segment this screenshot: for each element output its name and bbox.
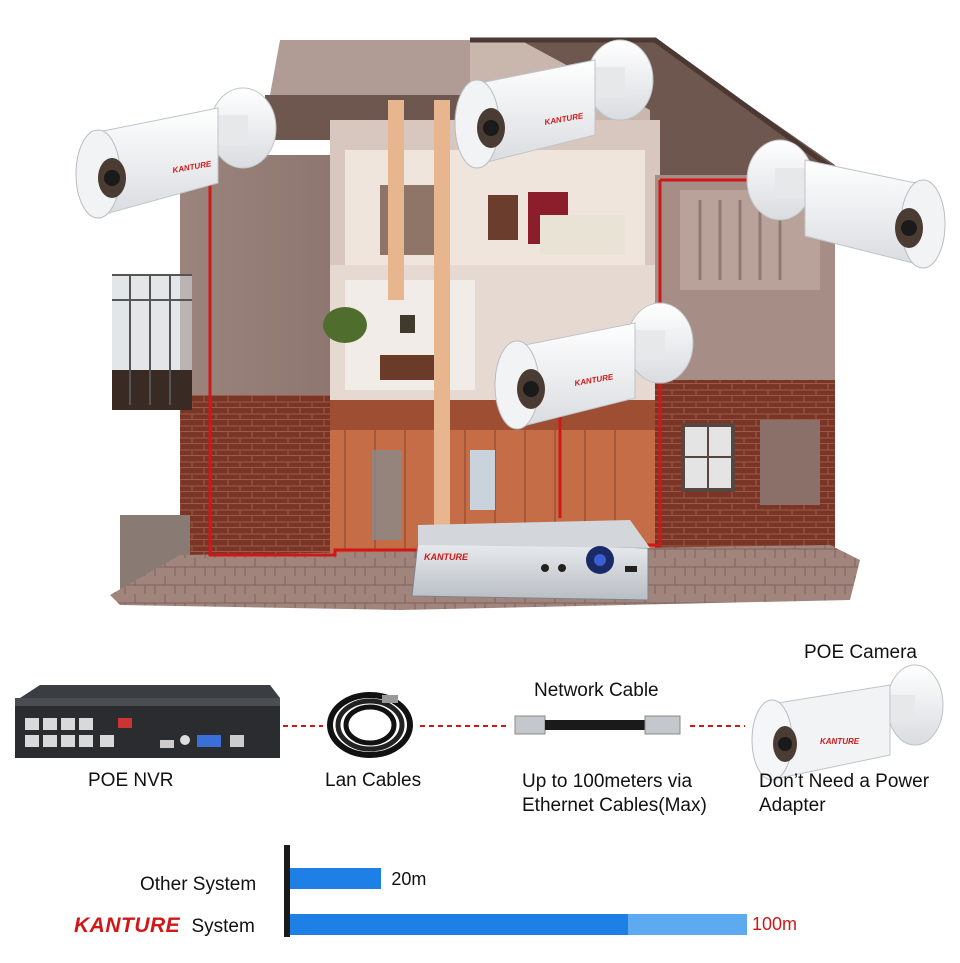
network-cable-graphic [514,715,681,735]
house-nvr: KANTURE [411,520,650,601]
poe-camera-graphic: KANTURE [751,664,944,781]
category-label-kanture: KANTURE System [74,914,255,938]
connection-diagram: KANTURE [0,640,960,830]
lan-cable-coil [327,692,413,758]
chart-axis [284,845,290,937]
house-camera-3 [746,139,946,269]
house-nvr-brand: KANTURE [424,552,469,562]
kanture-system-word: System [191,916,255,937]
house-camera-1: KANTURE [75,87,277,219]
bar-other-system [290,868,382,889]
bar-kanture-system-extension [628,914,747,935]
poe-camera-desc-line-1: Don’t Need a Power [759,771,930,792]
poe-camera-desc-line-2: Adapter [759,795,826,816]
value-label-other: 20m [391,869,427,889]
kanture-brand-logo: KANTURE [74,914,181,937]
network-cable-desc-line-1: Up to 100meters via [522,771,693,792]
poe-nvr-device [15,685,280,758]
bar-kanture-system [290,914,629,935]
category-label-other: Other System [140,874,257,895]
poe-camera-brand: KANTURE [820,737,860,746]
network-cable-desc: Up to 100meters via Ethernet Cables(Max) [522,770,707,818]
poe-camera-desc: Don’t Need a Power Adapter [759,770,929,818]
house-camera-4: KANTURE [494,302,694,430]
network-cable-desc-line-2: Ethernet Cables(Max) [522,795,707,816]
value-label-kanture: 100m [752,914,798,934]
poe-nvr-label: POE NVR [88,770,174,791]
network-cable-title: Network Cable [534,680,659,701]
poe-camera-title: POE Camera [804,642,917,663]
lan-cables-label: Lan Cables [325,770,422,791]
house-camera-2: KANTURE [454,39,654,169]
house-illustration: KANTURE KANTURE KANTURE [75,37,946,610]
